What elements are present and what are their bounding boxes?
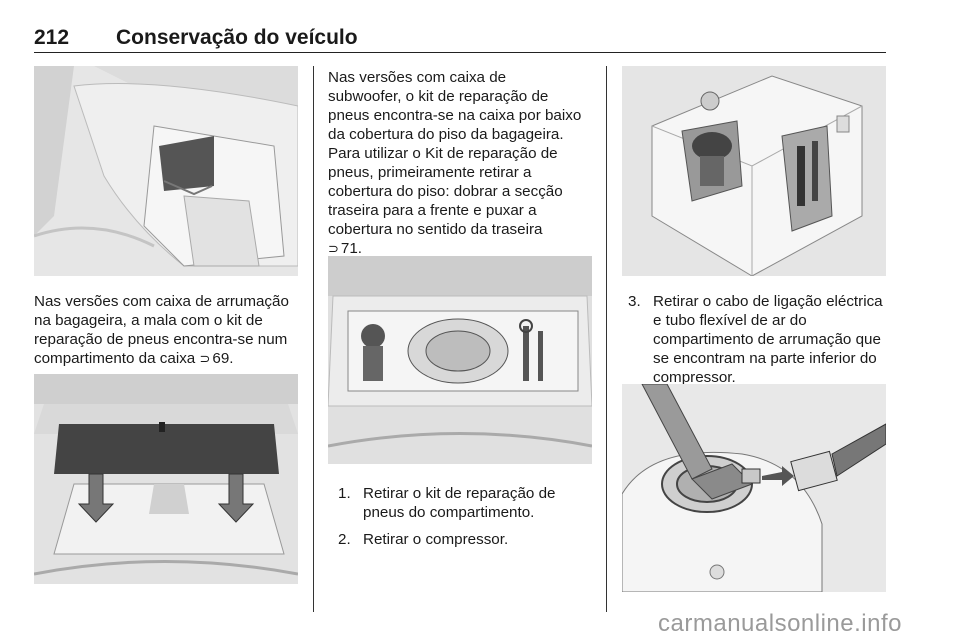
page-reference-link[interactable]: 69. xyxy=(212,350,234,367)
figure-trunk-floor-cover xyxy=(34,374,298,584)
text-line: ⊃71. xyxy=(328,239,598,258)
chapter-title: Conservação do veículo xyxy=(116,26,358,49)
watermark: carmanualsonline.info xyxy=(658,610,902,637)
text-line: Retirar o compressor. xyxy=(363,531,509,548)
text-fragment: compartimento da caixa xyxy=(34,350,196,367)
step-number: 3. xyxy=(628,293,641,310)
text-line: Para utilizar o Kit de reparação de xyxy=(328,145,558,162)
text-line: da cobertura do piso da bagageira. xyxy=(328,126,564,143)
column-divider-right xyxy=(606,66,607,612)
text-line: cobertura no sentido da traseira xyxy=(328,221,543,238)
text-line: compartimento de arrumação que xyxy=(653,331,881,348)
header-rule xyxy=(34,52,886,53)
page-reference-icon: ⊃ xyxy=(328,241,339,256)
page-number: 212 xyxy=(34,26,70,49)
column-divider-left xyxy=(313,66,314,612)
text-line: e tubo flexível de ar do xyxy=(653,312,807,329)
text-line: pneus do compartimento. xyxy=(363,504,535,521)
list-item: 3. Retirar o cabo de ligação eléctrica e… xyxy=(628,292,890,387)
text-line: reparação de pneus encontra-se num xyxy=(34,331,288,348)
steps-list-1-2: 1. Retirar o kit de reparação de pneus d… xyxy=(338,484,600,557)
steps-list-3: 3. Retirar o cabo de ligação eléctrica e… xyxy=(628,292,890,395)
text-line: compressor. xyxy=(653,369,736,386)
text-line: na bagageira, a mala com o kit de xyxy=(34,312,263,329)
page-reference-link[interactable]: 71. xyxy=(340,240,363,257)
text-storage-box-versions: Nas versões com caixa de arrumação na ba… xyxy=(34,292,304,368)
page-header: 212 Conservação do veículo xyxy=(34,22,886,52)
text-line: cobertura do piso: dobrar a secção xyxy=(328,183,563,200)
step-number: 1. xyxy=(338,485,351,502)
list-item: 1. Retirar o kit de reparação de pneus d… xyxy=(338,484,600,522)
list-item: 2. Retirar o compressor. xyxy=(338,530,600,549)
text-line: compartimento da caixa ⊃69. xyxy=(34,349,304,368)
text-line: traseira para a frente e puxar a xyxy=(328,202,537,219)
figure-compressor-hose xyxy=(622,384,886,592)
figure-subwoofer-box xyxy=(328,256,592,464)
step-number: 2. xyxy=(338,531,351,548)
page-reference-icon: ⊃ xyxy=(199,351,211,366)
text-line: Nas versões com caixa de arrumação xyxy=(34,293,289,310)
figure-repair-kit-box xyxy=(622,66,886,276)
text-line: Nas versões com caixa de xyxy=(328,69,507,86)
figure-trunk-storage-box xyxy=(34,66,298,276)
text-line: subwoofer, o kit de reparação de xyxy=(328,88,549,105)
text-line: Retirar o cabo de ligação eléctrica xyxy=(653,293,883,310)
text-line: pneus encontra-se na caixa por baixo xyxy=(328,107,582,124)
text-line: pneus, primeiramente retirar a xyxy=(328,164,532,181)
text-line: se encontram na parte inferior do xyxy=(653,350,877,367)
text-subwoofer-versions: Nas versões com caixa de subwoofer, o ki… xyxy=(328,68,598,258)
text-line: Retirar o kit de reparação de xyxy=(363,485,556,502)
